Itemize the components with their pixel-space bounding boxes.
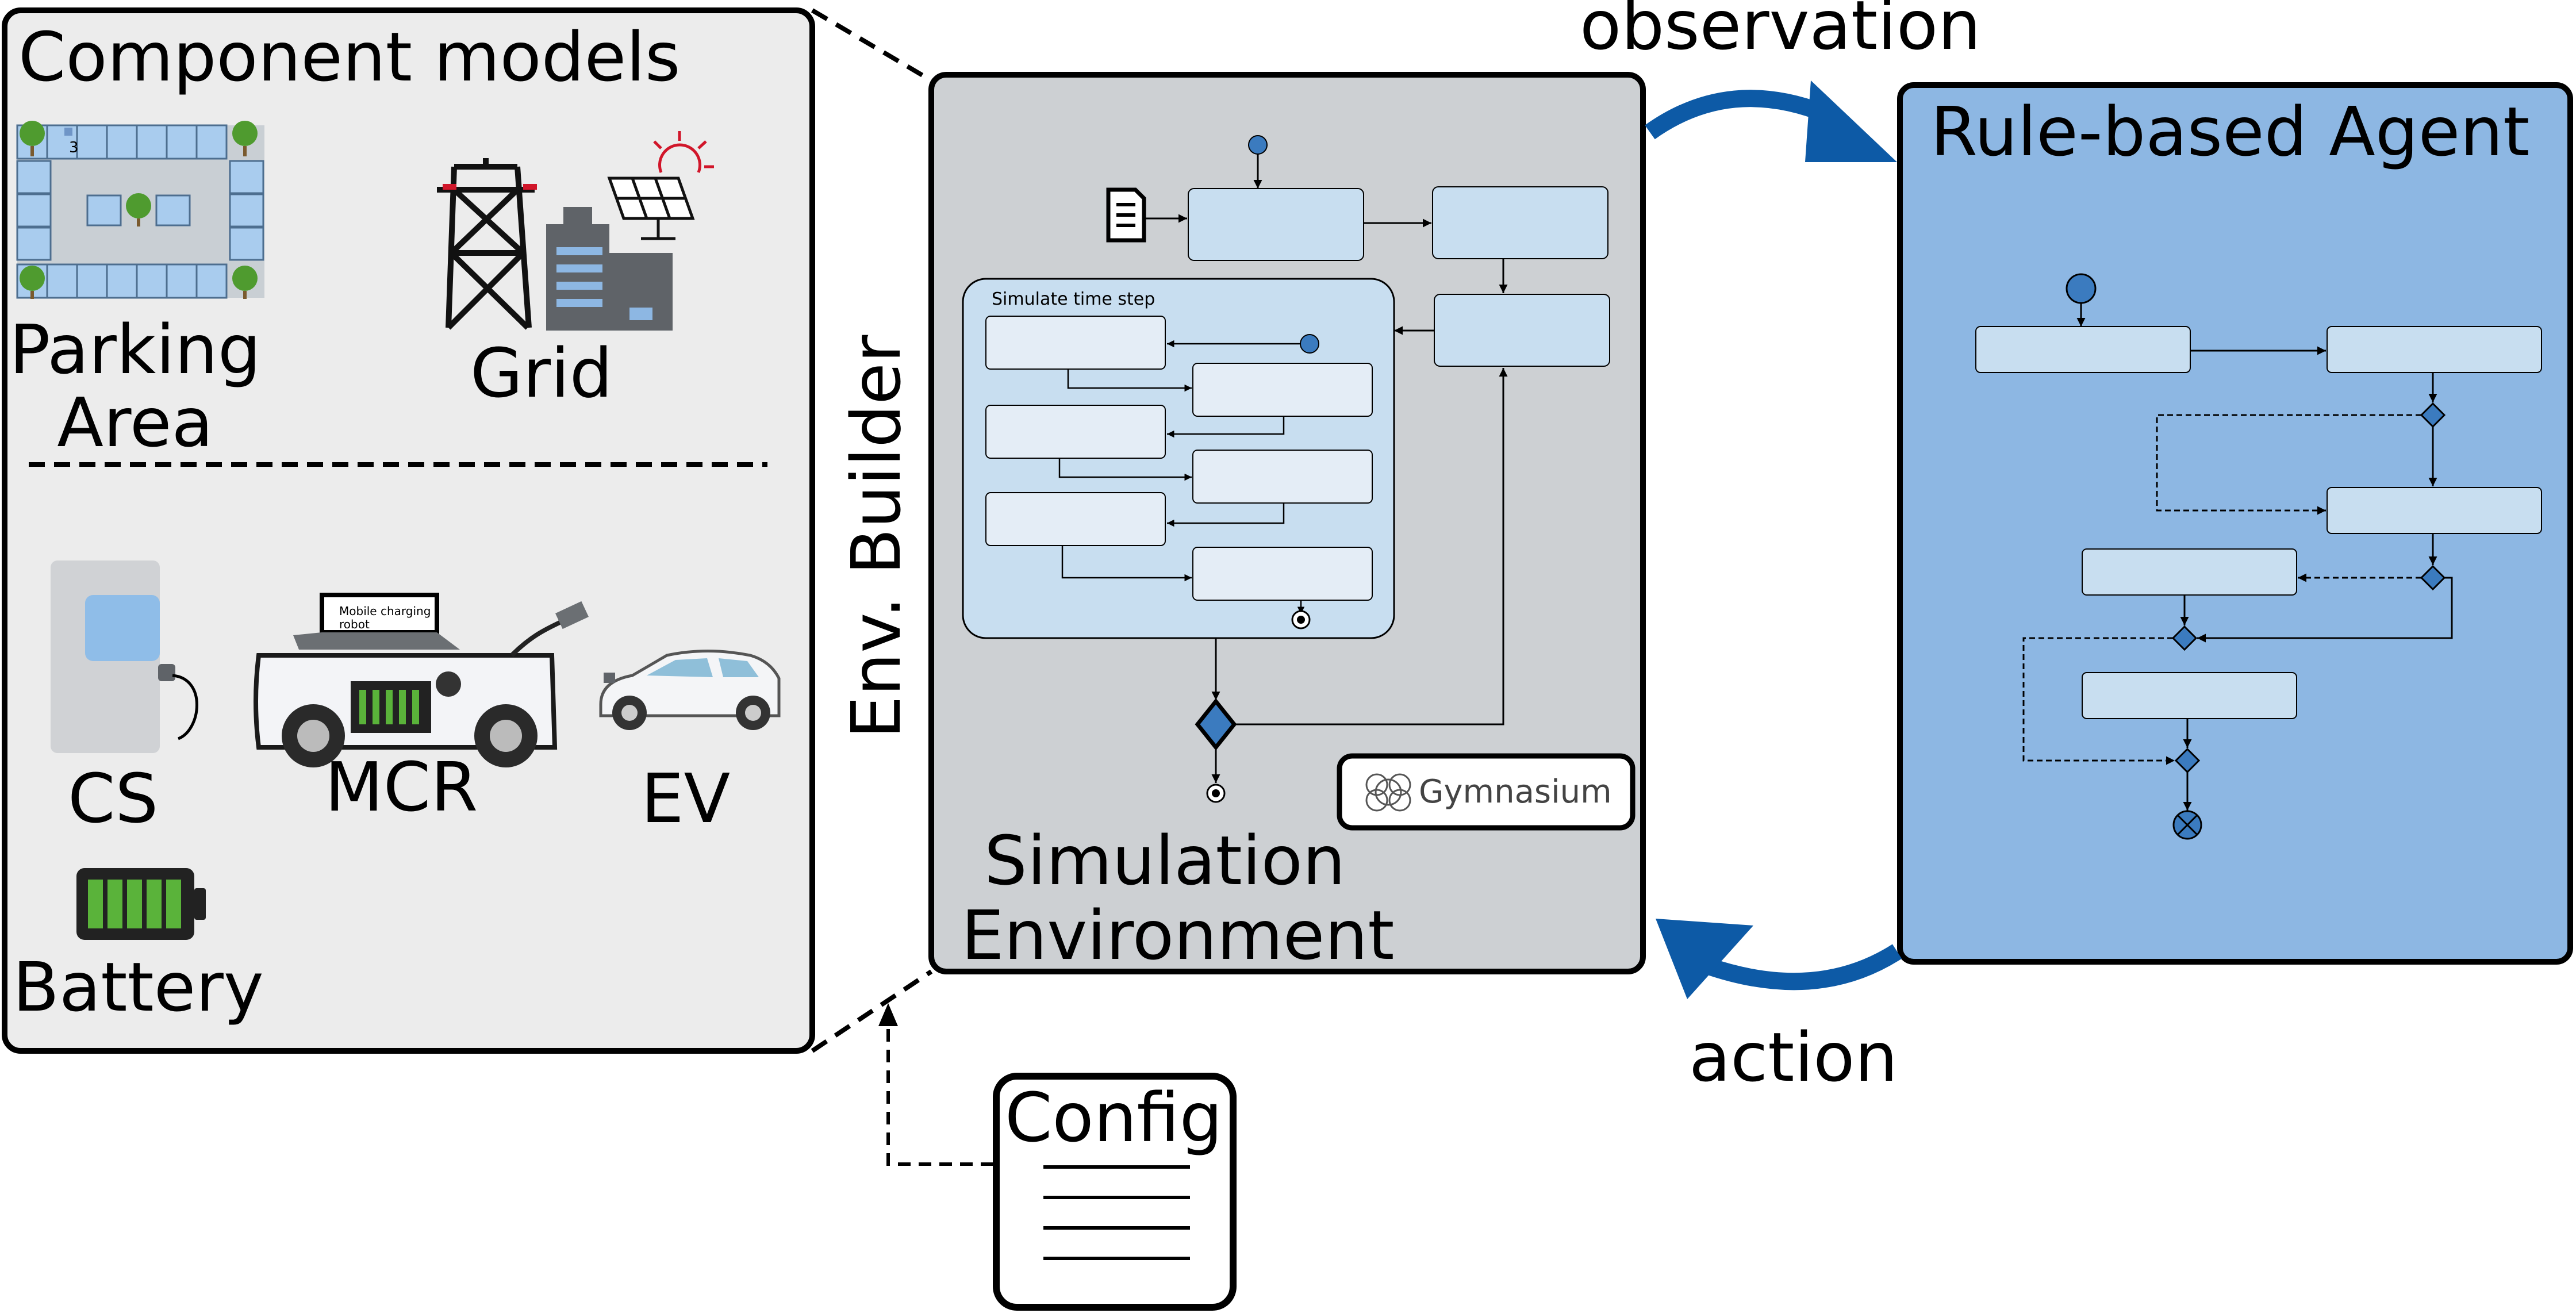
simulate-time-step-label: Simulate time step <box>992 289 1155 309</box>
agent-box-1 <box>1975 326 2191 373</box>
gymnasium-badge <box>1337 753 1636 831</box>
sim-action-box-3 <box>1434 294 1610 367</box>
step-end-node <box>1291 610 1311 629</box>
action-label: action <box>1689 1018 1898 1097</box>
cs-label: CS <box>68 759 159 838</box>
svg-text:Mobile charging: Mobile charging <box>339 604 431 618</box>
simulation-title-line2: Environment <box>961 896 1394 975</box>
mcr-icon: Mobile charging robot <box>254 593 589 767</box>
agent-title: Rule-based Agent <box>1930 92 2529 171</box>
step-box-2 <box>1192 363 1373 417</box>
agent-box-5 <box>2082 672 2297 719</box>
step-box-5 <box>985 492 1166 546</box>
sim-action-box-2 <box>1432 186 1608 259</box>
observation-label: observation <box>1580 0 1981 65</box>
agent-box-3 <box>2327 487 2542 534</box>
step-box-4 <box>1192 450 1373 504</box>
document-icon <box>1106 187 1146 243</box>
step-box-1 <box>985 316 1166 370</box>
step-start-node <box>1300 334 1319 354</box>
battery-icon <box>76 868 206 940</box>
svg-text:3: 3 <box>69 139 79 156</box>
env-builder-label: Env. Builder <box>836 335 916 739</box>
config-label: Config <box>1005 1078 1223 1157</box>
mcr-label: MCR <box>325 747 478 827</box>
gymnasium-logo-icon <box>1365 773 1411 812</box>
sim-end-node <box>1206 784 1226 803</box>
observation-arrow <box>1645 80 1897 162</box>
grid-label: Grid <box>470 333 613 413</box>
action-arrow <box>1656 919 1902 999</box>
ev-label: EV <box>641 759 731 838</box>
sim-start-node <box>1248 135 1268 155</box>
gymnasium-label: Gymnasium <box>1419 773 1612 811</box>
step-box-6 <box>1192 547 1373 601</box>
agent-box-4 <box>2082 548 2297 596</box>
sim-action-box-1 <box>1188 188 1364 261</box>
config-arrow <box>886 1011 993 1166</box>
component-models-title: Component models <box>18 17 681 97</box>
agent-end-node <box>2172 810 2202 840</box>
step-box-3 <box>985 405 1166 459</box>
svg-text:robot: robot <box>339 617 370 631</box>
config-box <box>993 1073 1237 1311</box>
parking-area-label: Parking Area <box>9 310 261 463</box>
simulation-title-line1: Simulation <box>984 821 1346 900</box>
parking-area-icon: 3 <box>16 121 264 299</box>
rule-based-agent-panel <box>1897 82 2573 965</box>
agent-diamond-3 <box>2171 625 2198 651</box>
grid-icon <box>437 131 714 331</box>
agent-start-node <box>2066 273 2097 304</box>
ev-icon <box>599 650 781 730</box>
battery-label: Battery <box>13 947 264 1027</box>
agent-box-2 <box>2327 326 2542 373</box>
agent-diamond-2 <box>2420 565 2446 591</box>
zoom-connector <box>811 8 933 1053</box>
charging-station-icon <box>51 560 198 753</box>
